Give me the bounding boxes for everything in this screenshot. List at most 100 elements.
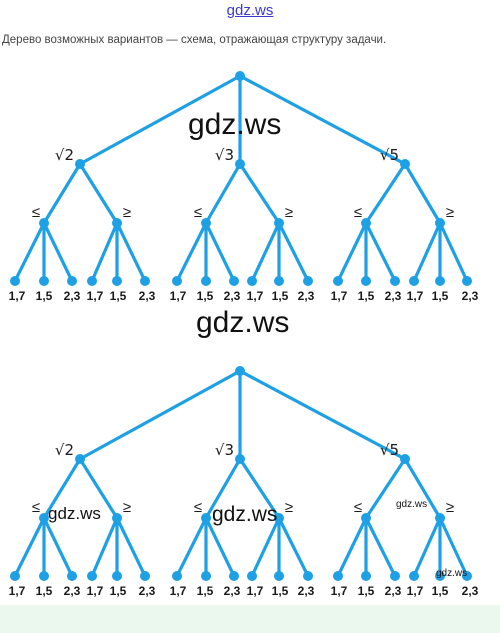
leaf-label-1-1-0: 1,7 <box>247 289 264 303</box>
leaf-node-0-0-1 <box>39 571 49 581</box>
edge-leaf-1-1-2 <box>277 221 310 283</box>
comparison-label-1-0: ≤ <box>194 499 202 516</box>
edge-branch-2-0 <box>364 457 407 520</box>
leaf-node-1-1-2 <box>303 571 313 581</box>
leaf-node-1-0-0 <box>172 571 182 581</box>
leaf-node-1-0-0 <box>172 276 182 286</box>
comparison-node-1-0 <box>201 218 211 228</box>
watermark-medium-1: gdz.ws <box>48 504 101 523</box>
leaf-node-0-0-0 <box>10 276 20 286</box>
leaf-label-0-0-0: 1,7 <box>9 289 26 303</box>
watermark-small-1: gdz.ws <box>396 499 428 510</box>
leaf-node-0-1-0 <box>87 276 97 286</box>
root-node <box>235 71 245 81</box>
leaf-label-1-1-2: 2,3 <box>298 584 315 598</box>
edge-root-0 <box>78 74 242 166</box>
leaf-node-0-0-1 <box>39 276 49 286</box>
comparison-node-0-0 <box>39 513 49 523</box>
leaf-label-0-1-2: 2,3 <box>139 584 156 598</box>
leaf-label-0-0-2: 2,3 <box>64 289 81 303</box>
leaf-node-1-0-1 <box>201 276 211 286</box>
leaf-node-0-1-2 <box>140 276 150 286</box>
comparison-node-0-1 <box>112 513 122 523</box>
branch-label-0: √2 <box>55 146 74 164</box>
branch-label-2: √5 <box>380 441 399 459</box>
leaf-label-2-1-2: 2,3 <box>462 289 479 303</box>
leaf-label-0-1-2: 2,3 <box>139 289 156 303</box>
leaf-node-1-1-0 <box>247 571 257 581</box>
leaf-node-1-0-2 <box>229 571 239 581</box>
leaf-node-1-1-1 <box>274 276 284 286</box>
edge-leaf-1-1-0 <box>250 516 281 578</box>
leaf-label-1-1-1: 1,5 <box>272 584 289 598</box>
leaf-label-2-0-2: 2,3 <box>385 289 402 303</box>
leaf-node-0-0-0 <box>10 571 20 581</box>
leaf-node-2-1-1 <box>435 571 445 581</box>
branch-label-0: √2 <box>55 441 74 459</box>
leaf-label-2-0-0: 1,7 <box>331 289 348 303</box>
leaf-label-0-0-2: 2,3 <box>64 584 81 598</box>
leaf-label-2-0-2: 2,3 <box>385 584 402 598</box>
comparison-node-2-0 <box>361 218 371 228</box>
leaf-label-0-1-1: 1,5 <box>110 289 127 303</box>
edge-root-0 <box>78 369 242 461</box>
leaf-label-1-0-2: 2,3 <box>224 584 241 598</box>
leaf-label-2-1-2: 2,3 <box>462 584 479 598</box>
leaf-label-2-1-1: 1,5 <box>432 289 449 303</box>
edge-branch-1-0 <box>204 162 242 225</box>
edge-leaf-1-1-0 <box>250 221 281 283</box>
leaf-node-2-1-2 <box>462 276 472 286</box>
watermark-large-2: gdz.ws <box>196 306 290 339</box>
edge-leaf-0-1-0 <box>90 516 119 578</box>
leaf-label-1-1-0: 1,7 <box>247 584 264 598</box>
edge-leaf-1-0-2 <box>204 516 236 578</box>
edge-leaf-0-0-2 <box>42 221 74 283</box>
comparison-label-1-1: ≥ <box>285 499 293 516</box>
comparison-label-1-0: ≤ <box>194 204 202 221</box>
leaf-node-1-1-2 <box>303 276 313 286</box>
edge-branch-0-0 <box>42 457 82 520</box>
branch-node-2 <box>400 159 410 169</box>
comparison-node-0-1 <box>112 218 122 228</box>
watermark-medium-2: gdz.ws <box>212 503 278 526</box>
edge-branch-1-1 <box>238 457 281 520</box>
leaf-label-1-0-0: 1,7 <box>170 584 187 598</box>
comparison-node-1-0 <box>201 513 211 523</box>
leaf-node-0-0-2 <box>67 571 77 581</box>
edge-leaf-2-0-2 <box>364 221 397 283</box>
leaf-label-2-1-0: 1,7 <box>407 289 424 303</box>
comparison-node-2-0 <box>361 513 371 523</box>
comparison-node-1-1 <box>274 218 284 228</box>
edge-leaf-0-1-2 <box>115 516 147 578</box>
leaf-label-0-0-1: 1,5 <box>36 289 53 303</box>
leaf-node-0-1-0 <box>87 571 97 581</box>
comparison-label-0-1: ≥ <box>123 204 131 221</box>
watermark-small-2: gdz.ws <box>436 568 468 579</box>
edge-leaf-0-0-0 <box>13 516 46 578</box>
edge-root-2 <box>238 74 407 166</box>
leaf-node-1-0-1 <box>201 571 211 581</box>
comparison-node-0-0 <box>39 218 49 228</box>
comparison-label-1-1: ≥ <box>285 204 293 221</box>
edge-leaf-1-1-2 <box>277 516 310 578</box>
watermark-large-1: gdz.ws <box>188 108 282 141</box>
comparison-label-2-0: ≤ <box>354 204 362 221</box>
leaf-label-1-0-2: 2,3 <box>224 289 241 303</box>
leaf-label-2-0-1: 1,5 <box>358 289 375 303</box>
leaf-node-2-0-2 <box>390 571 400 581</box>
edge-leaf-2-1-2 <box>438 221 469 283</box>
edge-branch-2-0 <box>364 162 407 225</box>
edge-leaf-0-1-2 <box>115 221 147 283</box>
leaf-node-2-0-1 <box>361 571 371 581</box>
leaf-node-2-1-1 <box>435 276 445 286</box>
edge-leaf-0-0-2 <box>42 516 74 578</box>
edge-branch-0-1 <box>78 162 119 225</box>
edge-leaf-2-1-2 <box>438 516 469 578</box>
branch-node-1 <box>235 454 245 464</box>
comparison-label-0-0: ≤ <box>32 499 40 516</box>
branch-label-1: √3 <box>215 441 234 459</box>
site-watermark-link[interactable]: gdz.ws <box>226 2 274 19</box>
leaf-label-1-0-1: 1,5 <box>197 289 214 303</box>
leaf-node-2-1-0 <box>409 276 419 286</box>
